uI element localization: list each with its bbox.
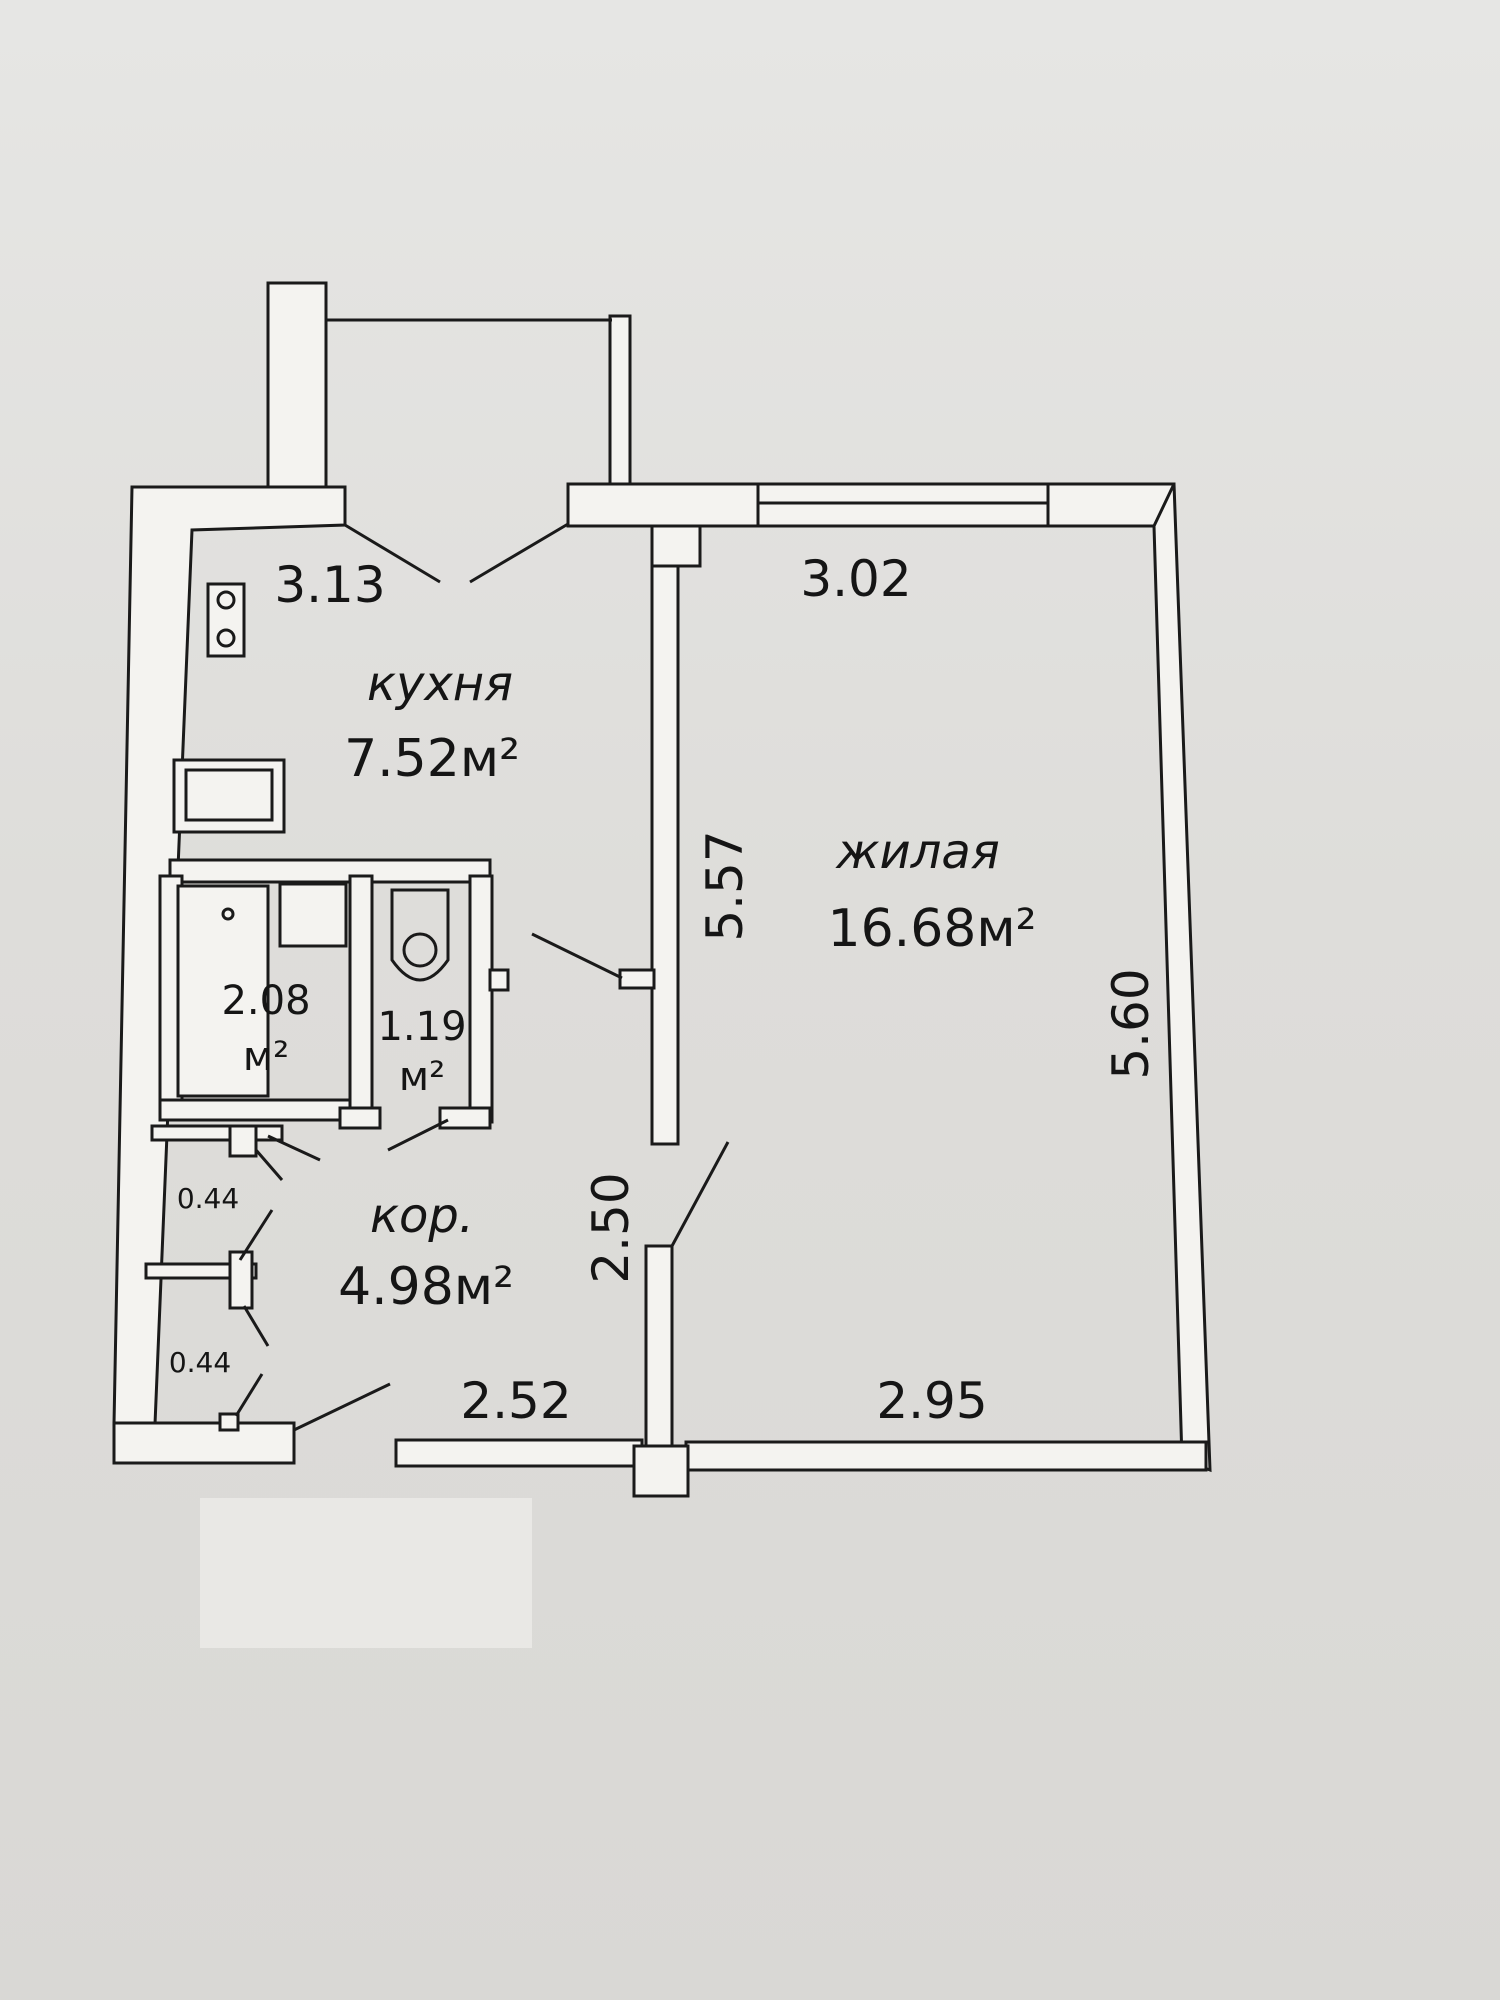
south-wall-pillar xyxy=(632,1444,690,1498)
partition-door-stub xyxy=(618,968,656,990)
living-area: 16.68м² xyxy=(828,899,1037,959)
wc-right-wall xyxy=(468,874,494,1124)
bath-area: 2.08 xyxy=(221,978,310,1024)
wc-door-jamb xyxy=(438,1106,492,1130)
wc-wall-nub xyxy=(488,968,510,992)
south-wall-right xyxy=(684,1440,1208,1472)
fixtures xyxy=(172,582,450,1098)
dim-living-width-top: 3.02 xyxy=(800,550,911,608)
kitchen-living-partition xyxy=(650,564,680,1146)
kitchen-sink-icon xyxy=(184,768,274,822)
bath-bottom-wall xyxy=(158,1098,362,1122)
bath-area-unit: м² xyxy=(243,1034,289,1080)
south-wall-middle xyxy=(394,1438,644,1468)
partition-cap xyxy=(650,524,702,568)
dim-living-length: 5.60 xyxy=(1102,968,1160,1079)
bathtub-drain-icon xyxy=(221,907,235,921)
partitions xyxy=(144,524,702,1448)
closet-top-wall xyxy=(150,1124,284,1142)
north-wall-segment xyxy=(566,482,760,528)
closet-lower-jamb xyxy=(218,1412,240,1432)
kitchen-area: 7.52м² xyxy=(344,729,520,789)
blank-paper-patch xyxy=(200,1498,532,1648)
dim-corridor-width: 2.52 xyxy=(460,1372,571,1430)
outer-walls xyxy=(112,482,1212,1498)
balcony-left-wall xyxy=(266,281,328,489)
dim-kitchen-length: 5.57 xyxy=(696,830,754,941)
kitchen-name: кухня xyxy=(367,656,513,712)
closet-upper-door-a xyxy=(254,1149,284,1181)
bathtub-icon xyxy=(176,884,270,1098)
living-door-swing xyxy=(670,1141,730,1247)
dim-corridor-length: 2.50 xyxy=(582,1172,640,1283)
stove-burner-icon xyxy=(216,590,236,610)
closet-lower-door-b xyxy=(234,1373,264,1417)
entrance-door-swing xyxy=(293,1382,391,1432)
balcony-door-left-leaf xyxy=(344,523,441,584)
balcony xyxy=(266,281,632,490)
toilet-bowl-icon xyxy=(402,932,438,968)
corridor-living-partition xyxy=(644,1244,674,1448)
bath-wc-partition xyxy=(348,874,374,1124)
bath-door-swing xyxy=(267,1134,321,1162)
closet-lower-area: 0.44 xyxy=(169,1346,231,1379)
closet-upper-door-b xyxy=(238,1209,274,1261)
closet-lower-door-a xyxy=(242,1305,270,1347)
living-name: жилая xyxy=(835,824,999,880)
bath-block-top-wall xyxy=(168,858,492,884)
balcony-door-right-leaf xyxy=(469,522,569,584)
corridor-name: кор. xyxy=(370,1188,474,1244)
door-swings xyxy=(234,522,730,1432)
wc-area: 1.19 xyxy=(377,1004,466,1050)
living-window xyxy=(756,482,1050,528)
north-wall-corner xyxy=(1046,482,1176,528)
east-wall xyxy=(1152,483,1212,1473)
wc-area-unit: м² xyxy=(399,1054,445,1100)
stove-burner-icon xyxy=(216,628,236,648)
bath-door-jamb xyxy=(338,1106,382,1130)
stove-icon xyxy=(206,582,246,658)
corridor-area: 4.98м² xyxy=(338,1257,514,1317)
closet-upper-area: 0.44 xyxy=(177,1182,239,1215)
balcony-right-wall xyxy=(608,314,632,490)
dimension-labels: 3.13 3.02 5.57 5.60 2.50 2.52 2.95 xyxy=(274,550,1160,1430)
room-labels: кухня 7.52м² жилая 16.68м² 2.08 м² 1.19 … xyxy=(169,656,1037,1379)
washbasin-icon xyxy=(278,882,348,948)
closet-upper-jamb xyxy=(228,1124,258,1158)
kitchen-door-swing xyxy=(531,932,623,980)
south-wall-left xyxy=(112,1421,296,1465)
wc-door-swing xyxy=(387,1118,449,1152)
dim-living-width-bottom: 2.95 xyxy=(876,1372,987,1430)
toilet-icon xyxy=(390,888,450,982)
closet-divider-jamb xyxy=(228,1250,254,1310)
dim-kitchen-width: 3.13 xyxy=(274,556,385,614)
